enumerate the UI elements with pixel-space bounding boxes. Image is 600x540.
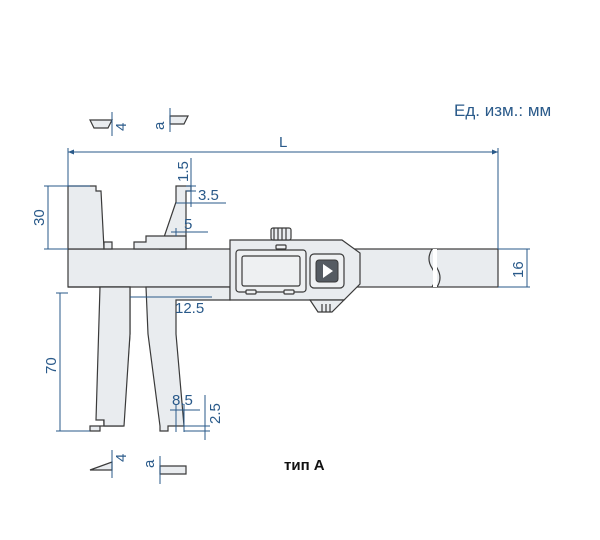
dim-12-5-label: 12.5 bbox=[175, 300, 204, 317]
type-label: тип А bbox=[284, 457, 325, 474]
dim-l-label: L bbox=[279, 134, 287, 151]
section-top-left-label: 4 bbox=[113, 123, 130, 131]
upper-fixed-notch bbox=[103, 241, 113, 250]
dim-lower-tips: 8.5 2.5 bbox=[170, 392, 224, 440]
dim-upper-tips: 1.5 3.5 5 bbox=[171, 158, 226, 236]
dim-3-5-label: 3.5 bbox=[198, 187, 219, 204]
dim-2-5-label: 2.5 bbox=[207, 403, 224, 424]
slider-step bbox=[133, 235, 187, 250]
dim-16-label: 16 bbox=[510, 261, 527, 278]
dim-70-label: 70 bbox=[43, 357, 60, 374]
caliper-body bbox=[67, 185, 499, 432]
section-bottom-right-label: a bbox=[141, 459, 158, 468]
dim-overall-length: L bbox=[67, 134, 499, 249]
lcd-screen bbox=[241, 255, 301, 287]
section-top-right: a bbox=[151, 108, 189, 132]
dim-upper-jaw: 30 bbox=[31, 185, 90, 250]
dim-beam-width: 16 bbox=[498, 248, 530, 288]
section-bottom-right: a bbox=[141, 456, 187, 484]
lower-fixed-jaw-outer bbox=[95, 286, 131, 427]
units-label: Ед. изм.: мм bbox=[454, 101, 551, 120]
dim-lower-gap: 12.5 bbox=[130, 296, 212, 317]
dim-8-5-label: 8.5 bbox=[172, 392, 193, 409]
dim-lower-jaw: 70 bbox=[43, 292, 90, 432]
dim-5-label: 5 bbox=[184, 216, 192, 233]
dim-30-label: 30 bbox=[31, 209, 48, 226]
play-icon bbox=[323, 264, 333, 278]
upper-fixed-jaw bbox=[67, 185, 105, 250]
slider-underside bbox=[308, 299, 346, 313]
section-bottom-left-label: 4 bbox=[113, 454, 130, 462]
section-bottom-left: 4 bbox=[89, 450, 130, 478]
section-top-right-label: a bbox=[151, 121, 168, 130]
dim-1-5-label: 1.5 bbox=[175, 161, 192, 182]
section-top-left: 4 bbox=[89, 112, 130, 136]
